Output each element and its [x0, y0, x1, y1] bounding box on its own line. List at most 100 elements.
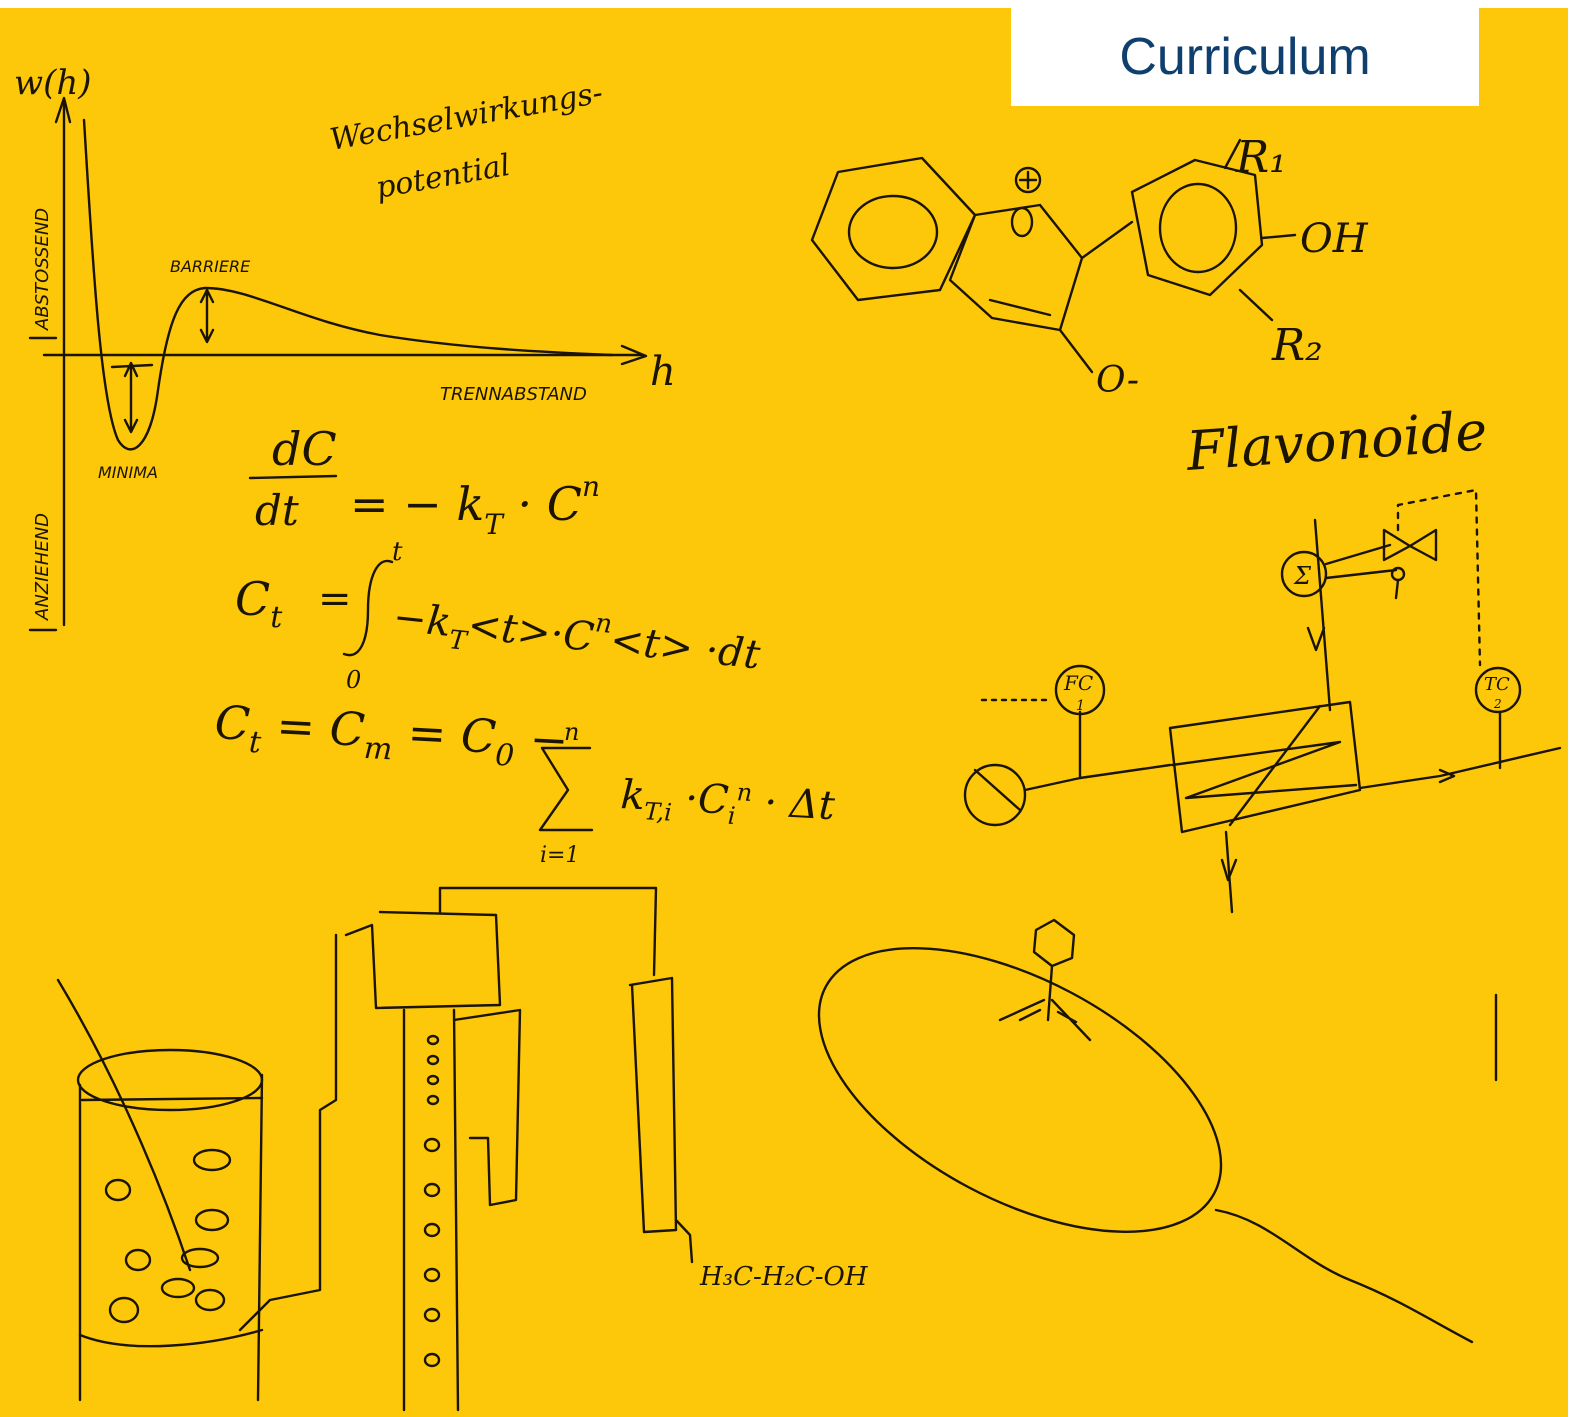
sum-equation: Ct = Cm = C0 − n i=1 kT,i ·Cin · Δt [213, 695, 837, 868]
exchanger-outlet [1224, 830, 1234, 914]
packing [423, 1352, 441, 1368]
ring-a-inner [847, 194, 939, 270]
eq-fraction-bar [248, 474, 338, 480]
sigma-label: Σ [1293, 562, 1312, 590]
eq-upper-limit: t [392, 537, 403, 567]
control-valve-2 [1408, 528, 1438, 562]
eq-sum-body: kT,i ·Cin · Δt [619, 772, 837, 835]
column-side [452, 1008, 522, 1207]
condenser-tube [628, 976, 678, 1234]
fc-label: FC [1063, 671, 1093, 695]
x-axis-symbol: h [650, 349, 676, 395]
process-diagram: FC 1 TC 2 Σ [963, 488, 1562, 914]
liquid-surface [80, 1096, 264, 1102]
yellow-background: w(h) h Wechselwirkungs- potential ABSTOS… [0, 8, 1568, 1417]
eq-integrand: −kT<t>·Cn<t> ·dt [390, 587, 764, 687]
ring-a [810, 156, 977, 302]
exchanger-outlet-arrow [1220, 858, 1238, 882]
exchanger-inlet-arrow [1306, 626, 1326, 652]
exchanger-zigzag [1170, 740, 1358, 800]
potential-diagram: w(h) h Wechselwirkungs- potential ABSTOS… [14, 63, 676, 632]
cell-body [817, 947, 1223, 1233]
integral-equation: Ct = t 0 −kT<t>·Cn<t> ·dt [235, 537, 764, 694]
minima-label: MINIMA [98, 463, 158, 482]
valve-stem [1394, 578, 1400, 600]
equations: dC dt = − kT · Cn Ct = t 0 −kT<t>·Cn<t> … [213, 422, 837, 868]
fc-controller [1054, 664, 1106, 716]
bubble [160, 1277, 196, 1299]
heat-exchanger [1168, 700, 1362, 834]
barrier-label: BARRIERE [170, 257, 251, 276]
barrier-arrow [199, 288, 215, 344]
packing [423, 1222, 441, 1238]
pump-inner-line [973, 768, 1022, 812]
minima-marker [110, 363, 154, 369]
phage-legs [998, 998, 1092, 1042]
tc-controller [1474, 666, 1522, 714]
potential-curve [82, 118, 614, 451]
molecule-name: Flavonoide [1184, 399, 1490, 483]
repulsive-label: ABSTOSSEND [32, 208, 53, 331]
molecule-o-minus: O- [1096, 360, 1139, 401]
beaker-outlet [238, 933, 338, 1332]
oxonium-o [1010, 206, 1034, 238]
bubble [104, 1178, 132, 1202]
distance-label: TRENNABSTAND [440, 384, 587, 405]
sigma-controller [1280, 550, 1328, 598]
bond-r2 [1238, 288, 1274, 322]
packing [426, 1094, 440, 1106]
packing [423, 1267, 441, 1283]
gas-inlet-tube [56, 978, 192, 1272]
bond-r1 [1223, 138, 1242, 170]
ring-b-inner [1158, 182, 1238, 274]
pump-symbol [963, 763, 1027, 827]
packing [423, 1307, 441, 1323]
sigma-link-top [1324, 543, 1392, 566]
molecule-oh: OH [1300, 216, 1369, 262]
beaker-bottom [78, 1328, 264, 1348]
packing [426, 1054, 440, 1066]
potential-title-line1: Wechselwirkungs- [327, 75, 605, 157]
distillation-column [344, 886, 658, 1412]
bubble [192, 1148, 232, 1172]
eq-sum-upper: n [564, 718, 579, 746]
phage-head [1032, 918, 1076, 968]
valve-actuator [1390, 566, 1406, 582]
rate-equation: dC dt = − kT · Cn [248, 422, 600, 541]
flagellum [1214, 1208, 1474, 1344]
control-valve [1382, 528, 1412, 562]
molecule-r2: R₂ [1271, 320, 1323, 371]
eq-line3: Ct = Cm = C0 − [213, 695, 570, 776]
eq-ct: Ct [235, 572, 283, 635]
condenser: H₃C-H₂C-OH [628, 976, 869, 1292]
eq-lower-limit: 0 [346, 666, 361, 694]
tc-dashed-signal [1396, 488, 1482, 667]
bond-c-b [1080, 220, 1134, 260]
tc-label: TC [1484, 674, 1510, 695]
hand-drawn-sketch: w(h) h Wechselwirkungs- potential ABSTOS… [14, 63, 1562, 1412]
fc-sub: 1 [1076, 698, 1085, 714]
minima-arrow [123, 361, 139, 434]
bubble [194, 1288, 226, 1312]
packing [423, 1182, 441, 1198]
column-body [402, 1008, 460, 1412]
bubble [194, 1208, 230, 1232]
ethanol-label: H₃C-H₂C-OH [699, 1262, 869, 1292]
bond-o-minus [1058, 328, 1094, 374]
process-line-out [1358, 746, 1562, 790]
oxonium-plus [1018, 170, 1038, 190]
integral-sign [342, 559, 394, 657]
y-axis-arrowhead [54, 96, 72, 124]
molecule-r1: R₁ [1235, 132, 1287, 183]
y-axis-label: w(h) [14, 63, 92, 103]
packing [423, 1137, 441, 1153]
bubble [180, 1247, 220, 1269]
eq-rhs: = − kT · Cn [350, 470, 600, 541]
beaker [56, 933, 338, 1402]
condenser-drip [674, 1218, 694, 1264]
packing [426, 1034, 440, 1046]
tc-sub: 2 [1493, 697, 1502, 711]
bubble [108, 1296, 140, 1324]
curriculum-title: Curriculum [1119, 28, 1371, 86]
